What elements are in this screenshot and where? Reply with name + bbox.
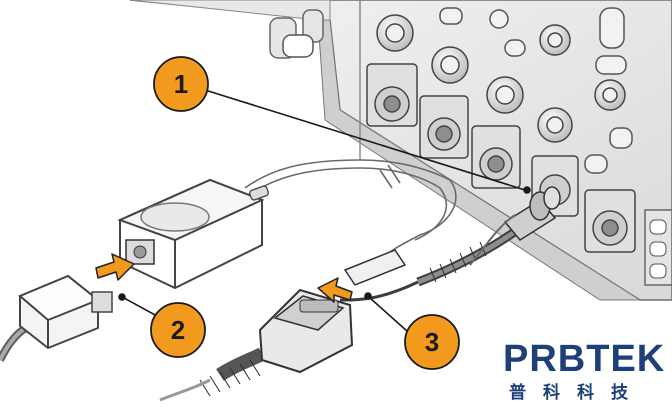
svg-text:3: 3 bbox=[425, 327, 439, 357]
brand-logo: PRBTEK 普科科技 bbox=[503, 338, 666, 403]
arrow-probe-connection bbox=[317, 277, 353, 303]
callout-1: 1 bbox=[153, 56, 209, 112]
arrow-adapter-input bbox=[95, 253, 135, 281]
probe-body bbox=[159, 249, 407, 402]
panel-knobs bbox=[376, 14, 626, 143]
thin-cables bbox=[244, 159, 516, 266]
callout-2: 2 bbox=[150, 302, 206, 358]
bnc-input-sockets bbox=[366, 63, 636, 253]
power-adapter bbox=[117, 178, 269, 290]
callout-3: 3 bbox=[404, 314, 460, 370]
power-plug bbox=[0, 274, 113, 362]
logo-brand-text: PRBTEK bbox=[503, 338, 666, 380]
probe-bnc-cable bbox=[339, 186, 561, 302]
svg-text:2: 2 bbox=[171, 315, 185, 345]
panel-buttons bbox=[439, 7, 633, 174]
direction-arrows bbox=[95, 253, 353, 303]
svg-text:1: 1 bbox=[174, 69, 188, 99]
logo-subtitle: 普科科技 bbox=[509, 383, 645, 403]
